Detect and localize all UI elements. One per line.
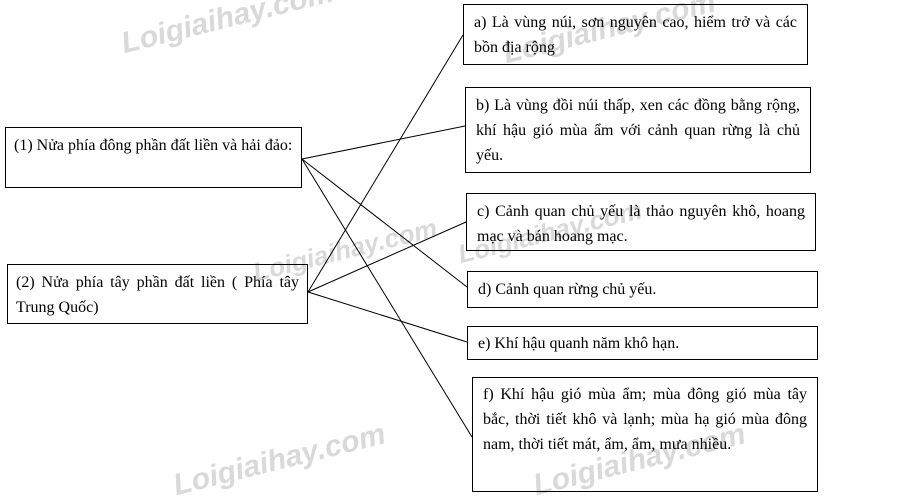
connector-2-c: [307, 221, 467, 293]
left-item-2-text: (2) Nửa phía tây phần đất liền ( Phía tâ…: [16, 274, 299, 316]
watermark-5: Loigiaihay.com: [170, 417, 389, 503]
right-item-a-text: a) Là vùng núi, sơn nguyên cao, hiểm trở…: [474, 14, 797, 56]
watermark-1: Loigiaihay.com: [118, 0, 337, 61]
connector-2-a: [307, 34, 464, 293]
connector-1-f: [301, 158, 473, 438]
right-item-e: e) Khí hậu quanh năm khô hạn.: [467, 326, 818, 360]
right-item-f-text: f) Khí hậu gió mùa ẩm; mùa đông gió mùa …: [483, 386, 807, 453]
connector-2-e: [307, 291, 468, 343]
right-item-b: b) Là vùng đồi núi thấp, xen các đồng bằ…: [465, 87, 811, 173]
right-item-b-text: b) Là vùng đồi núi thấp, xen các đồng bằ…: [476, 97, 800, 164]
left-item-2: (2) Nửa phía tây phần đất liền ( Phía tâ…: [7, 264, 308, 324]
connector-1-b: [301, 125, 466, 160]
right-item-d: d) Cảnh quan rừng chủ yếu.: [467, 271, 818, 308]
right-item-e-text: e) Khí hậu quanh năm khô hạn.: [478, 335, 680, 352]
left-item-1: (1) Nửa phía đông phần đất liền và hải đ…: [5, 127, 302, 188]
left-item-1-text: (1) Nửa phía đông phần đất liền và hải đ…: [14, 137, 293, 154]
right-item-c-text: c) Cảnh quan chủ yếu là thảo nguyên khô,…: [477, 203, 805, 245]
connector-1-d: [301, 158, 468, 288]
right-item-c: c) Cảnh quan chủ yếu là thảo nguyên khô,…: [466, 193, 816, 251]
right-item-f: f) Khí hậu gió mùa ẩm; mùa đông gió mùa …: [472, 377, 818, 492]
right-item-a: a) Là vùng núi, sơn nguyên cao, hiểm trở…: [463, 4, 808, 65]
right-item-d-text: d) Cảnh quan rừng chủ yếu.: [478, 281, 657, 298]
